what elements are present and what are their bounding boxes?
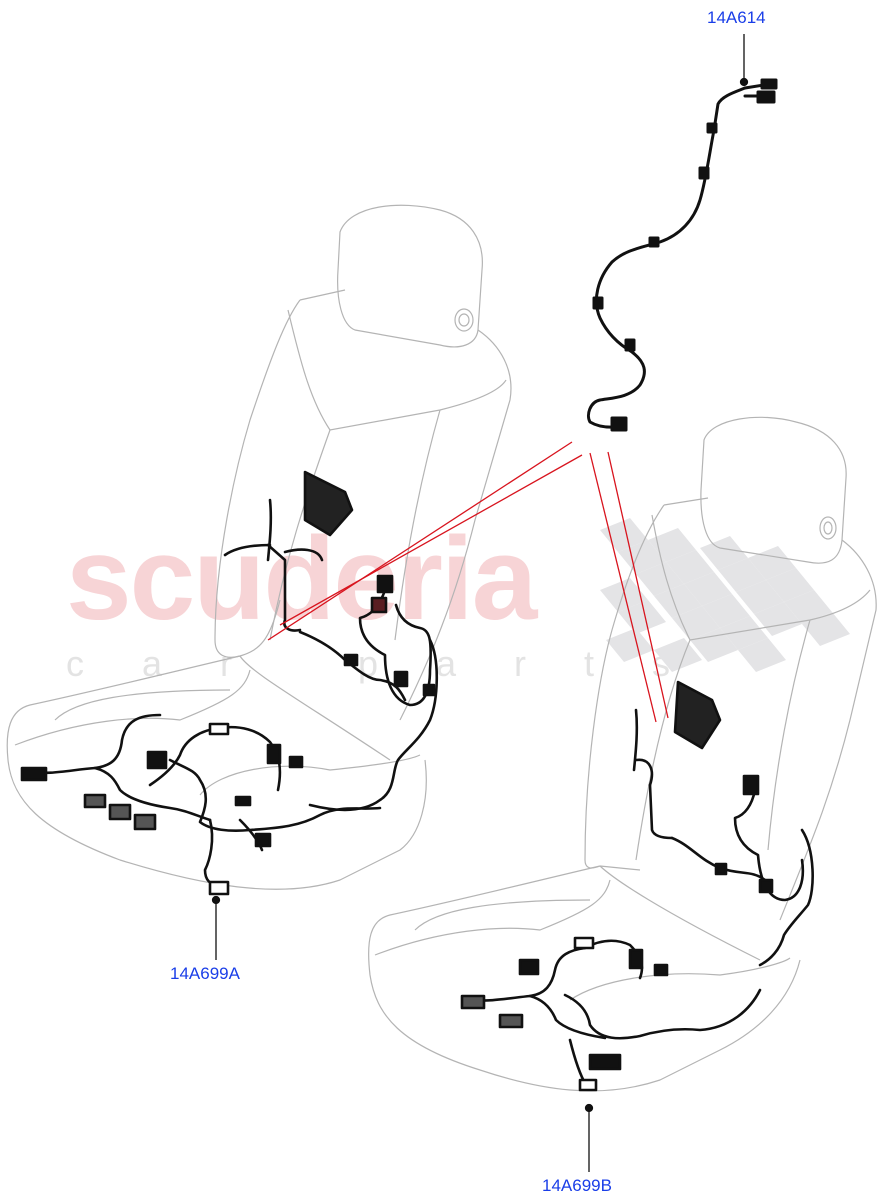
- right-seat-outline: [368, 416, 877, 1092]
- checkered-flag-watermark: [600, 518, 850, 672]
- left-seat-outline: [6, 204, 512, 890]
- red-leader-lines: [267, 441, 669, 723]
- harness-14A699B: [460, 936, 762, 1092]
- harness-14A614: [586, 78, 778, 432]
- harness-14A699A: [20, 713, 382, 896]
- callout-14A699B[interactable]: 14A699B: [542, 1176, 612, 1195]
- callout-leaders: [211, 34, 749, 1172]
- harness-left-seatback: [223, 470, 439, 812]
- harness-right-seatback: [632, 680, 814, 967]
- callout-14A699A[interactable]: 14A699A: [170, 964, 240, 983]
- callout-14A614[interactable]: 14A614: [707, 8, 766, 27]
